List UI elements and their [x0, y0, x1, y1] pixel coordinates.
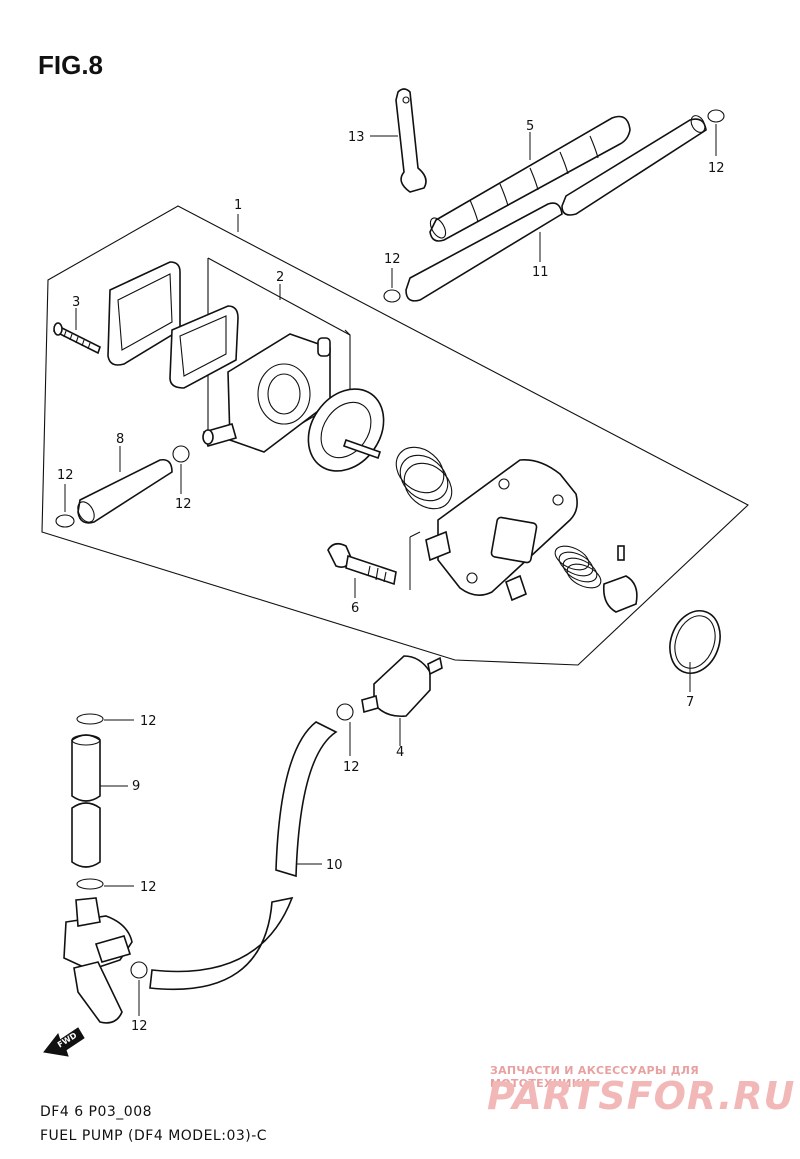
- assembly-frame: [41, 205, 749, 666]
- callout-2: 2: [276, 270, 284, 285]
- clip-part-13: [370, 88, 427, 193]
- fuel-cock: [63, 897, 133, 1024]
- callout-12-g: 12: [343, 760, 360, 775]
- figure-code: DF4 6 P03_008: [40, 1104, 153, 1120]
- callout-12-b: 12: [384, 252, 401, 267]
- o-ring-part-7: [669, 610, 721, 692]
- callout-13: 13: [348, 130, 365, 145]
- fwd-arrow-icon: FWD: [43, 1027, 85, 1057]
- bolt-part-6: [327, 542, 397, 598]
- callout-7: 7: [686, 695, 694, 710]
- pump-gasket: [169, 305, 239, 389]
- callout-8: 8: [116, 432, 124, 447]
- hose-part-8: [77, 446, 173, 524]
- watermark-logo: PARTSFOR.RU: [487, 1074, 796, 1118]
- callout-11: 11: [532, 265, 549, 280]
- pump-body: [202, 333, 331, 453]
- callout-10: 10: [326, 858, 343, 873]
- callout-9: 9: [132, 779, 140, 794]
- watermark-tagline: ЗАПЧАСТИ И АКСЕССУАРЫ ДЛЯ МОТОТЕХНИКИ: [490, 1064, 700, 1090]
- callout-1: 1: [234, 198, 242, 213]
- callout-12-f: 12: [140, 880, 157, 895]
- figure-caption: FUEL PUMP (DF4 MODEL:03)-C: [40, 1128, 268, 1144]
- callout-12-h: 12: [131, 1019, 148, 1034]
- callout-3: 3: [72, 295, 80, 310]
- hose-protector-part-5: [429, 115, 631, 242]
- valve-spring: [554, 545, 602, 589]
- figure-title: FIG.8: [38, 50, 104, 80]
- fuel-filter-part-4: [361, 655, 443, 746]
- callout-12-a: 12: [708, 161, 725, 176]
- valve-cap: [602, 545, 638, 613]
- callout-4: 4: [396, 745, 404, 760]
- callout-6: 6: [351, 601, 359, 616]
- pump-cover: [425, 458, 578, 602]
- screw-part-3: [53, 308, 101, 355]
- hose-part-10: [149, 721, 338, 990]
- pump-plate: [107, 261, 181, 366]
- callout-12-e: 12: [140, 714, 157, 729]
- callout-12-d: 12: [57, 468, 74, 483]
- callout-12-c: 12: [175, 497, 192, 512]
- fuel-hose-part-11: [405, 115, 707, 302]
- diaphragm: [307, 388, 385, 472]
- hose-part-9: [71, 734, 128, 868]
- clamp-part-12: [55, 109, 725, 1016]
- diaphragm-spring: [395, 446, 453, 510]
- callout-5: 5: [526, 119, 534, 134]
